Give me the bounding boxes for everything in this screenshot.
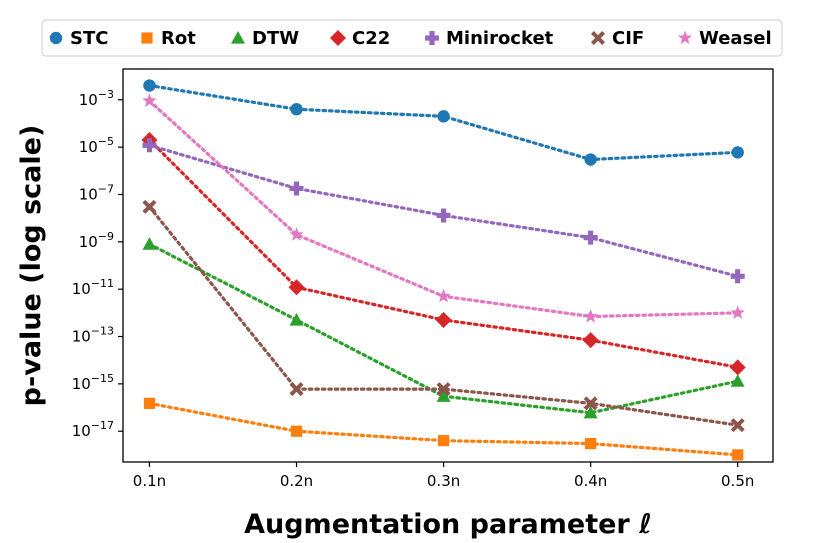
data-point bbox=[436, 382, 451, 397]
legend-item-minirocket: Minirocket bbox=[425, 28, 554, 49]
data-point bbox=[142, 199, 157, 214]
legend-item-weasel: Weasel bbox=[677, 28, 772, 49]
series-dtw bbox=[142, 237, 745, 419]
y-tick-label: 10−17 bbox=[72, 419, 114, 440]
y-tick-label: 10−13 bbox=[72, 325, 114, 346]
data-point bbox=[436, 288, 451, 303]
data-point bbox=[142, 138, 157, 153]
data-point bbox=[730, 374, 745, 387]
legend-marker bbox=[425, 31, 439, 45]
data-point bbox=[289, 382, 304, 397]
series-line bbox=[147, 401, 740, 457]
x-axis-title: Augmentation parameter ℓ bbox=[244, 509, 652, 540]
data-point bbox=[730, 418, 745, 433]
legend-label: Weasel bbox=[699, 28, 772, 49]
data-point bbox=[582, 332, 599, 349]
series-stc bbox=[143, 79, 744, 166]
data-point bbox=[583, 309, 598, 323]
series-weasel bbox=[142, 93, 745, 323]
y-tick-label: 10−9 bbox=[79, 230, 114, 251]
data-point bbox=[730, 269, 745, 284]
data-point bbox=[143, 397, 156, 409]
data-point bbox=[290, 103, 303, 116]
data-point bbox=[731, 146, 744, 159]
series-rot bbox=[143, 397, 744, 461]
legend-marker bbox=[231, 31, 245, 44]
data-point bbox=[290, 425, 303, 437]
y-tick-label: 10−5 bbox=[79, 135, 114, 156]
legend: STC Rot DTW C22 Minirocket CIF Weasel bbox=[41, 19, 783, 57]
legend-marker bbox=[49, 31, 63, 45]
y-tick-label: 10−7 bbox=[79, 182, 114, 203]
series-line bbox=[147, 205, 740, 427]
legend-marker bbox=[677, 30, 693, 45]
legend-label: STC bbox=[70, 28, 108, 49]
data-point bbox=[436, 208, 451, 223]
y-tick-label: 10−11 bbox=[72, 277, 114, 298]
x-tick-label: 0.1n bbox=[133, 472, 166, 490]
plot-frame bbox=[122, 68, 774, 463]
legend-label: Minirocket bbox=[446, 28, 554, 49]
y-tick-label: 10−15 bbox=[72, 372, 114, 393]
data-point bbox=[289, 227, 304, 241]
data-point bbox=[289, 181, 304, 196]
legend-frame bbox=[41, 19, 783, 57]
x-axis: 0.1n 0.2n 0.3n 0.4n 0.5n bbox=[133, 462, 754, 490]
legend-label: C22 bbox=[352, 28, 390, 49]
legend-label: Rot bbox=[161, 28, 196, 49]
data-point bbox=[583, 405, 598, 419]
data-point bbox=[584, 153, 597, 166]
data-point bbox=[583, 230, 598, 245]
legend-marker bbox=[330, 30, 346, 46]
data-point bbox=[583, 396, 598, 411]
legend-item-stc: STC bbox=[49, 28, 108, 49]
legend-item-cif: CIF bbox=[590, 28, 644, 49]
data-point bbox=[585, 437, 597, 450]
data-point bbox=[729, 359, 746, 376]
legend-label: CIF bbox=[612, 28, 644, 49]
series-minirocket bbox=[142, 138, 745, 284]
data-point bbox=[436, 389, 451, 402]
data-point bbox=[142, 93, 157, 107]
series-cif bbox=[142, 199, 745, 433]
y-tick-label: 10−3 bbox=[79, 88, 114, 109]
legend-marker bbox=[141, 32, 153, 44]
data-point bbox=[142, 237, 157, 250]
series-layer bbox=[141, 79, 746, 461]
data-point bbox=[288, 279, 305, 296]
y-axis-title: p-value (log scale) bbox=[16, 125, 47, 407]
data-point bbox=[732, 449, 744, 461]
legend-item-dtw: DTW bbox=[231, 28, 299, 49]
data-point bbox=[437, 110, 450, 123]
y-axis: 10−3 10−5 10−7 10−9 10−11 10−13 10−15 10−17 bbox=[72, 88, 123, 440]
x-tick-label: 0.2n bbox=[280, 472, 313, 490]
legend-label: DTW bbox=[252, 28, 299, 49]
x-tick-label: 0.5n bbox=[721, 472, 754, 490]
x-tick-label: 0.3n bbox=[427, 472, 460, 490]
data-point bbox=[435, 311, 452, 328]
x-tick-label: 0.4n bbox=[574, 472, 607, 490]
data-point bbox=[289, 312, 304, 326]
legend-marker bbox=[590, 30, 606, 46]
legend-item-rot: Rot bbox=[141, 28, 196, 49]
data-point bbox=[730, 305, 745, 319]
legend-item-c22: C22 bbox=[330, 28, 390, 49]
data-point bbox=[143, 79, 156, 92]
data-point bbox=[437, 435, 450, 447]
